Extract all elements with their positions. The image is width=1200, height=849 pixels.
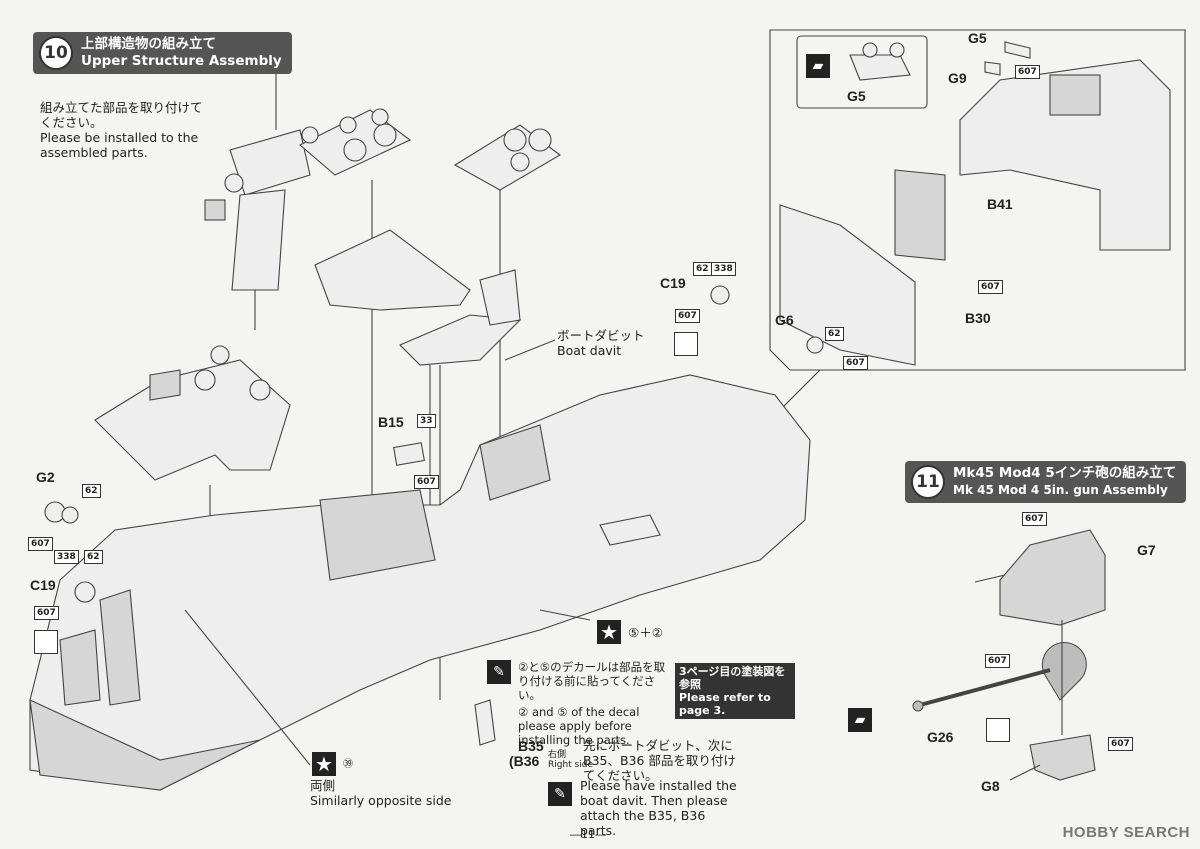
part-label-c19: C19 <box>660 275 686 291</box>
color-607: 607 <box>34 606 59 620</box>
part-label-b36: (B36 <box>509 753 540 769</box>
color-338: 338 <box>711 262 736 276</box>
color-607: 607 <box>985 654 1010 668</box>
b36-side-ja: 右側 <box>548 750 567 760</box>
no-glue-icon <box>674 332 698 356</box>
part-label-b30: B30 <box>965 310 991 326</box>
decal-note-en: ② and ⑤ of the decal please apply before… <box>518 705 640 747</box>
color-607: 607 <box>414 475 439 489</box>
intro-note: 組み立てた部品を取り付けてください。 Please be installed t… <box>40 100 205 160</box>
step-11-header: 11 Mk45 Mod4 5インチ砲の組み立て Mk 45 Mod 4 5in.… <box>905 461 1187 503</box>
g5-inset-drawing <box>849 54 911 81</box>
davit-note-ja: 先にボートダビット、次にB35、B36 部品を取り付けてください。 <box>583 738 736 783</box>
decal-note-ja: ②と⑤のデカールは部品を取り付ける前に貼ってください。 <box>518 660 666 702</box>
rear-structure-block <box>1049 74 1101 116</box>
page3-ref-en: Please refer to page 3. <box>679 691 771 717</box>
decal-number-39: ㊴ <box>343 759 353 770</box>
paint-brush-icon: ▰ <box>848 708 872 732</box>
hull-boat <box>599 514 661 546</box>
bridge-block <box>319 489 436 581</box>
page3-ref-ja: 3ページ目の塗装図を参照 <box>679 665 786 691</box>
no-glue-icon <box>986 718 1010 742</box>
intro-note-en: Please be installed to the assembled par… <box>40 130 199 160</box>
launcher <box>479 269 521 326</box>
mast-base <box>231 189 286 291</box>
part-label-g6: G6 <box>775 312 794 328</box>
opposite-side-note: 両側 Similarly opposite side <box>310 778 452 808</box>
bridge-deck <box>94 359 291 481</box>
color-607: 607 <box>675 309 700 323</box>
opposite-side-en: Similarly opposite side <box>310 793 452 808</box>
color-62: 62 <box>693 262 712 276</box>
part-label-g5-inset: G5 <box>847 88 866 104</box>
part-label-b15: B15 <box>378 414 404 430</box>
detail-inset-frame <box>769 29 1186 371</box>
opposite-side-ja: 両側 <box>310 778 336 793</box>
part-label-g26: G26 <box>927 729 954 745</box>
decal-star-icon: ★ <box>312 752 336 776</box>
rear-structure <box>959 59 1171 251</box>
step-number-badge: 11 <box>911 465 945 499</box>
hobby-search-logo: HOBBY SEARCH <box>1062 824 1190 841</box>
color-607: 607 <box>978 280 1003 294</box>
b36-side-en: Right side <box>548 760 593 770</box>
part-label-g9: G9 <box>948 70 967 86</box>
decal-ref: ⑤＋② <box>628 625 663 640</box>
g8-gun-base <box>1029 734 1096 781</box>
paint-brush-icon: ▰ <box>806 54 830 78</box>
boat <box>399 314 522 366</box>
hangar-block <box>479 424 551 501</box>
davit-note-en: Please have installed the boat davit. Th… <box>580 778 737 838</box>
b41-panel <box>894 169 946 261</box>
color-607: 607 <box>1022 512 1047 526</box>
color-607: 607 <box>28 537 53 551</box>
step-10-header: 10 上部構造物の組み立て Upper Structure Assembly <box>33 32 292 74</box>
color-62: 62 <box>84 550 103 564</box>
paint-brush-icon: ✎ <box>487 660 511 684</box>
color-607: 607 <box>1015 65 1040 79</box>
gun-mount <box>1041 642 1087 701</box>
part-label-g8: G8 <box>981 778 1000 794</box>
part-label-b35: B35 <box>518 738 544 754</box>
step-title-ja: Mk45 Mod4 5インチ砲の組み立て <box>953 465 1177 481</box>
b30-panel <box>779 204 916 366</box>
page3-reference: 3ページ目の塗装図を参照 Please refer to page 3. <box>675 663 795 719</box>
color-338: 338 <box>54 550 79 564</box>
color-607: 607 <box>1108 737 1133 751</box>
davit-note: 先にボートダビット、次にB35、B36 部品を取り付けてください。 <box>583 738 748 783</box>
g5-part-drawing <box>1004 41 1031 59</box>
superstructure <box>29 374 811 791</box>
g6-part <box>806 336 824 354</box>
boat-davit-label: ボートダビット Boat davit <box>557 328 645 358</box>
part-label-g5: G5 <box>968 30 987 46</box>
paint-brush-icon: ✎ <box>548 782 572 806</box>
step-title-en: Mk 45 Mod 4 5in. gun Assembly <box>953 483 1168 497</box>
step-title-en: Upper Structure Assembly <box>81 53 282 69</box>
step-number-badge: 10 <box>39 36 73 70</box>
color-33: 33 <box>417 414 436 428</box>
b15-part <box>393 442 425 466</box>
g5-inset-frame <box>796 35 928 109</box>
page-number: ―11― <box>570 828 606 841</box>
no-glue-icon <box>34 630 58 654</box>
step-title-ja: 上部構造物の組み立て <box>81 36 216 52</box>
part-label-c19-left: C19 <box>30 577 56 593</box>
intro-note-ja: 組み立てた部品を取り付けてください。 <box>40 100 203 130</box>
decal-note: ②と⑤のデカールは部品を取り付ける前に貼ってください。 ② and ⑤ of t… <box>518 660 673 747</box>
g9-part-drawing <box>984 61 1001 76</box>
boat-davit-en: Boat davit <box>557 343 622 358</box>
part-label-g7: G7 <box>1137 542 1156 558</box>
decal-star-icon: ★ <box>597 620 621 644</box>
part-label-g2: G2 <box>36 469 55 485</box>
part-label-b41: B41 <box>987 196 1013 212</box>
boat-davit-ja: ボートダビット <box>557 328 645 343</box>
color-62: 62 <box>825 327 844 341</box>
boat-deck <box>314 229 471 311</box>
g7-gun-turret <box>999 529 1106 626</box>
b36-side-note: 右側 Right side <box>548 750 593 770</box>
color-607: 607 <box>843 356 868 370</box>
color-62: 62 <box>82 484 101 498</box>
